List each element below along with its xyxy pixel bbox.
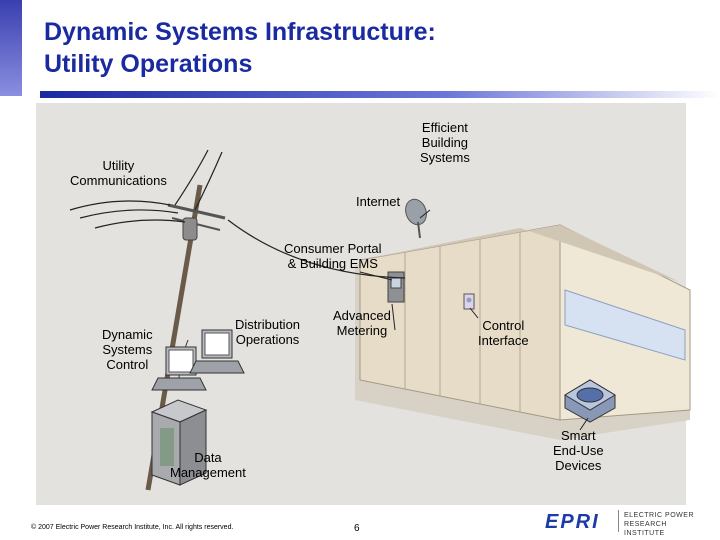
logo-subtitle: ELECTRIC POWER RESEARCH INSTITUTE (624, 511, 705, 538)
label-line: Dynamic (102, 327, 153, 342)
label-advanced-metering: Advanced Metering (333, 308, 391, 338)
label-line: Interface (478, 333, 529, 348)
slide-title: Dynamic Systems Infrastructure: Utility … (44, 16, 436, 80)
label-control-interface: Control Interface (478, 318, 529, 348)
building-window (564, 289, 686, 361)
advanced-meter-icon (387, 271, 405, 303)
label-line: Building (421, 135, 469, 150)
title-line-2: Utility Operations (44, 50, 253, 78)
label-line: Control (482, 318, 525, 333)
label-efficient-building-systems: Efficient Building Systems (420, 120, 470, 165)
leader-lines (359, 209, 589, 431)
label-line: Systems (102, 342, 153, 357)
label-line: Consumer Portal (284, 241, 382, 256)
label-line: End-Use (553, 443, 604, 458)
logo-separator (618, 510, 619, 532)
label-line: Control (106, 357, 149, 372)
label-line: Management (170, 465, 246, 480)
label-line: Data (194, 450, 222, 465)
label-utility-communications: Utility Communications (70, 158, 167, 188)
satellite-dish-icon (405, 198, 427, 239)
logo-mark: EPRI (545, 511, 600, 533)
label-distribution-operations: Distribution Operations (235, 317, 300, 347)
smart-device-icon (564, 379, 616, 423)
title-rule (40, 91, 720, 98)
label-line: Systems (420, 150, 470, 165)
label-line: Communications (70, 173, 167, 188)
label-line: & Building EMS (287, 256, 378, 271)
title-accent-bar (0, 0, 22, 96)
title-line-1: Dynamic Systems Infrastructure: (44, 18, 436, 46)
label-line: Smart (560, 428, 596, 443)
building (355, 224, 691, 440)
building-panels (404, 232, 521, 412)
building-roof (360, 225, 680, 282)
label-line: Devices (555, 458, 602, 473)
label-line: Operations (235, 332, 300, 347)
label-consumer-portal: Consumer Portal & Building EMS (284, 241, 382, 271)
logo-subtitle-line: ELECTRIC POWER (624, 512, 695, 519)
power-lines (69, 149, 406, 279)
label-line: Distribution (235, 317, 301, 332)
workstation-right (189, 329, 245, 374)
label-smart-end-use-devices: Smart End-Use Devices (553, 428, 604, 473)
label-line: Utility (102, 158, 135, 173)
server-cabinet-icon (150, 399, 208, 486)
label-data-management: Data Management (170, 450, 246, 480)
label-line: Metering (336, 323, 388, 338)
label-dynamic-systems-control: Dynamic Systems Control (102, 327, 153, 372)
epri-logo: EPRI ELECTRIC POWER RESEARCH INSTITUTE (545, 510, 705, 537)
logo-subtitle-line: RESEARCH INSTITUTE (624, 521, 667, 537)
thermostat-icon (463, 293, 475, 310)
label-line: Efficient (421, 120, 468, 135)
page-number: 6 (354, 523, 360, 534)
copyright-notice: © 2007 Electric Power Research Institute… (31, 524, 234, 531)
label-line: Advanced (333, 308, 391, 323)
transformer-icon (182, 217, 198, 241)
label-internet: Internet (356, 194, 401, 209)
